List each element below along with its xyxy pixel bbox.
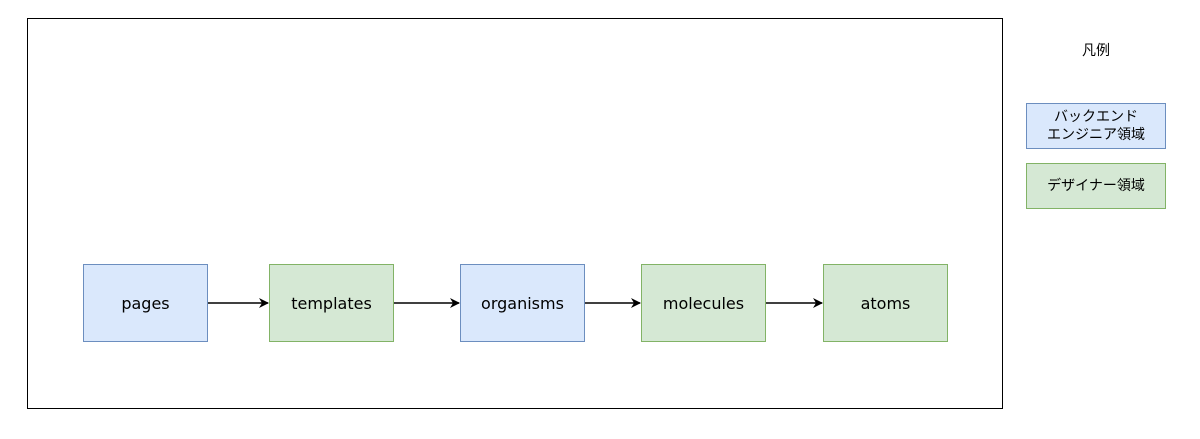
legend-item-backend: バックエンド エンジニア領域 [1026,103,1166,149]
node-label: atoms [860,293,911,313]
node-molecules: molecules [641,264,766,342]
legend-item-designer: デザイナー領域 [1026,163,1166,209]
node-atoms: atoms [823,264,948,342]
node-label: organisms [481,293,564,313]
node-label: molecules [662,293,745,313]
node-organisms: organisms [460,264,585,342]
diagram-frame [27,18,1003,409]
legend-title: 凡例 [1082,43,1110,59]
node-templates: templates [269,264,394,342]
node-pages: pages [83,264,208,342]
node-label: templates [291,293,372,313]
node-label: pages [121,293,170,313]
